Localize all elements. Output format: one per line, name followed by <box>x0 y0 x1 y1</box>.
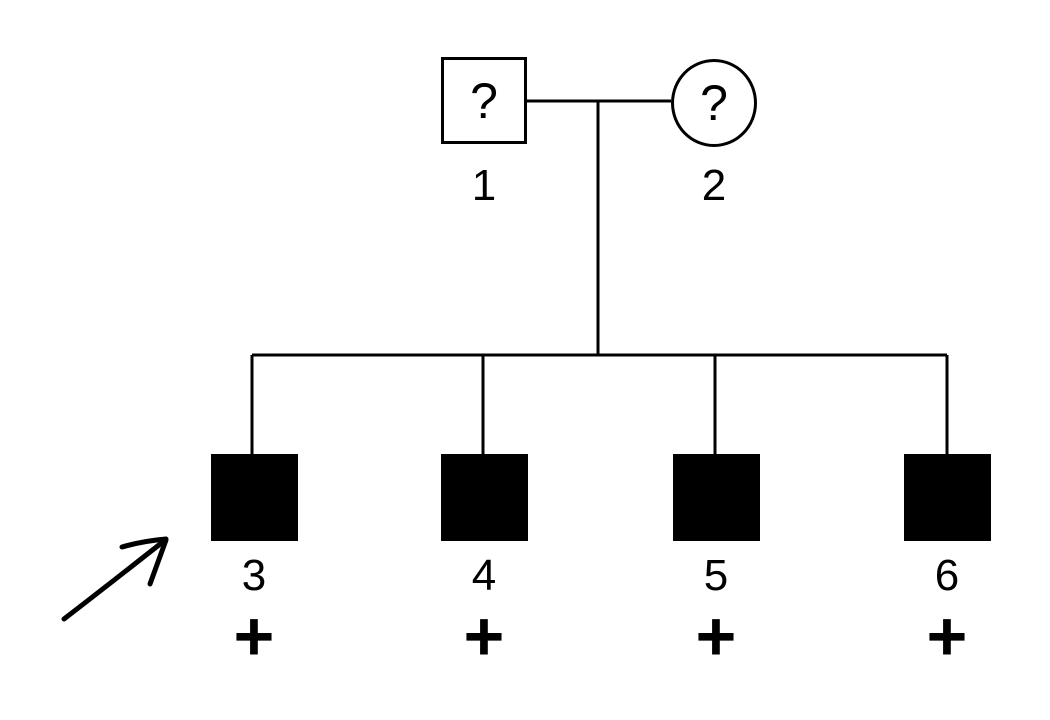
individual-3: 3 + <box>194 454 314 675</box>
individual-6-marker: + <box>926 597 968 675</box>
individual-3-label: 3 <box>241 551 267 600</box>
individual-3-marker: + <box>233 597 275 675</box>
individual-5: 5 + <box>656 454 776 675</box>
individual-3-symbol-filled-square <box>210 454 298 541</box>
individual-1-symbol: ? <box>441 57 527 144</box>
individual-2-status-text: ? <box>700 75 728 131</box>
individual-6: 6 + <box>887 454 1007 675</box>
individual-4-marker: + <box>463 597 505 675</box>
individual-1-status-text: ? <box>470 72 498 129</box>
individual-6-symbol-filled-square <box>903 454 991 541</box>
proband-arrow-icon <box>61 536 169 622</box>
individual-4-label: 4 <box>471 551 497 600</box>
individual-6-label: 6 <box>934 551 960 600</box>
individual-5-symbol-filled-square <box>672 454 760 541</box>
individual-5-marker: + <box>695 597 737 675</box>
individual-5-label: 5 <box>703 551 729 600</box>
individual-4-symbol-filled-square <box>440 454 528 541</box>
individual-1-label: 1 <box>471 161 497 210</box>
individual-2-symbol: ? <box>671 59 757 147</box>
individual-4: 4 + <box>424 454 544 675</box>
individual-2-label: 2 <box>701 161 727 210</box>
